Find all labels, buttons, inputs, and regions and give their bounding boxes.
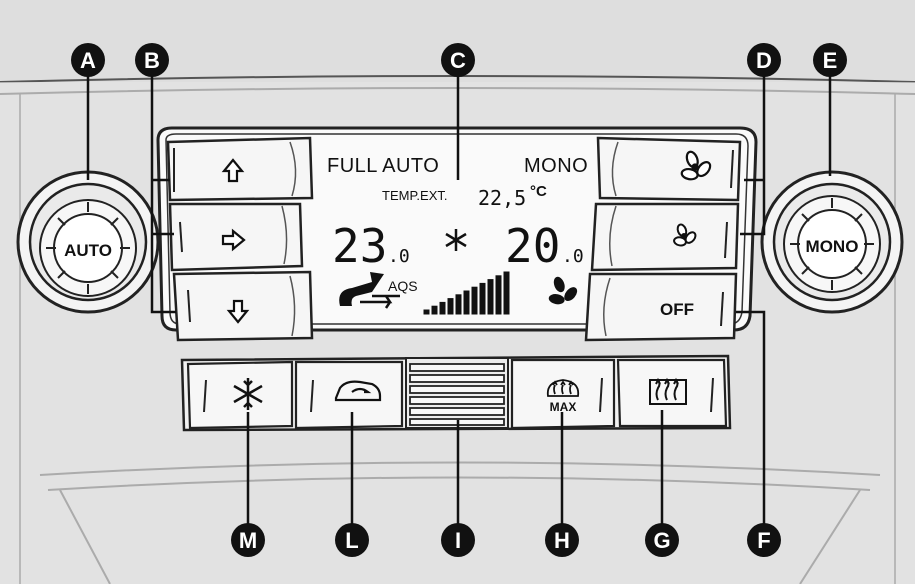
callout-leaders bbox=[86, 72, 832, 528]
air-down-button[interactable] bbox=[172, 270, 314, 342]
aqs-indicator: AQS bbox=[388, 278, 418, 294]
fan-speed-bargraph bbox=[423, 271, 510, 315]
snowflake-icon bbox=[233, 378, 263, 410]
svg-text:A: A bbox=[80, 48, 96, 73]
callout-m: M bbox=[231, 523, 265, 557]
fan-speed-bar bbox=[495, 275, 502, 315]
svg-text:I: I bbox=[455, 528, 461, 553]
fan-speed-bar bbox=[471, 286, 478, 315]
svg-text:B: B bbox=[144, 48, 160, 73]
callout-f: F bbox=[747, 523, 781, 557]
svg-text:C: C bbox=[450, 48, 466, 73]
auto-knob[interactable]: AUTO bbox=[16, 170, 160, 314]
max-defrost-label: MAX bbox=[550, 400, 577, 414]
left-distribution-buttons bbox=[166, 136, 314, 342]
fan-increase-button[interactable] bbox=[596, 136, 742, 202]
fan-speed-bar bbox=[431, 305, 438, 315]
fan-speed-bar bbox=[487, 279, 494, 315]
fan-speed-bar bbox=[447, 298, 454, 315]
callout-e: E bbox=[813, 43, 847, 77]
mono-indicator: MONO bbox=[524, 155, 588, 177]
left-zone-temperature-decimal: .0 bbox=[388, 246, 410, 267]
right-zone-temperature-decimal: .0 bbox=[562, 246, 584, 267]
fan-small-icon bbox=[673, 223, 697, 247]
temp-ext-unit: °C bbox=[530, 183, 547, 200]
fan-decrease-button[interactable] bbox=[590, 202, 740, 272]
off-button-label: OFF bbox=[660, 300, 694, 319]
svg-text:E: E bbox=[823, 48, 838, 73]
snowflake-indicator-icon bbox=[445, 229, 467, 251]
rear-defrost-button[interactable] bbox=[616, 358, 728, 428]
callout-g: G bbox=[645, 523, 679, 557]
svg-text:D: D bbox=[756, 48, 772, 73]
left-zone-temperature: 23 bbox=[332, 219, 387, 273]
auto-knob-label: AUTO bbox=[64, 241, 112, 260]
fan-level-icon bbox=[548, 276, 578, 305]
callout-a: A bbox=[71, 43, 105, 77]
rear-window-heating-icon bbox=[649, 377, 687, 405]
max-defrost-button[interactable]: MAX bbox=[510, 358, 616, 430]
fan-speed-bar bbox=[503, 271, 510, 315]
arrow-right-icon bbox=[221, 228, 246, 252]
callout-h: H bbox=[545, 523, 579, 557]
callout-c: C bbox=[441, 43, 475, 77]
car-recirculation-icon bbox=[334, 380, 382, 402]
ac-compressor-button[interactable] bbox=[186, 360, 294, 430]
svg-text:F: F bbox=[757, 528, 770, 553]
svg-text:G: G bbox=[653, 528, 670, 553]
fan-large-icon bbox=[680, 150, 712, 181]
full-auto-indicator: FULL AUTO bbox=[327, 155, 439, 177]
center-air-vent bbox=[405, 357, 509, 429]
air-front-button[interactable] bbox=[168, 202, 304, 272]
callout-l: L bbox=[335, 523, 369, 557]
air-recirculation-aqs-icon bbox=[339, 272, 400, 309]
temp-ext-label: TEMP.EXT. bbox=[382, 188, 448, 203]
recirculation-button[interactable] bbox=[294, 360, 404, 430]
temp-ext-value: 22,5 bbox=[478, 186, 526, 210]
callout-badges: A B C D E M L I H G F bbox=[71, 43, 847, 557]
off-button[interactable]: OFF bbox=[584, 272, 738, 342]
fan-speed-bar bbox=[439, 301, 446, 315]
callout-d: D bbox=[747, 43, 781, 77]
mono-knob[interactable]: MONO bbox=[760, 170, 904, 314]
fan-speed-bar bbox=[455, 294, 462, 315]
svg-text:L: L bbox=[345, 528, 358, 553]
fan-speed-bar bbox=[479, 282, 486, 315]
right-zone-temperature: 20 bbox=[505, 219, 560, 273]
lcd-display: FULL AUTO MONO TEMP.EXT. 22,5 °C 23 .0 2… bbox=[327, 155, 588, 315]
mono-knob-label: MONO bbox=[806, 237, 859, 256]
windshield-defrost-icon bbox=[546, 379, 580, 397]
callout-b: B bbox=[135, 43, 169, 77]
svg-text:M: M bbox=[239, 528, 257, 553]
right-fan-buttons: OFF bbox=[584, 136, 742, 342]
bottom-button-row: MAX bbox=[180, 354, 732, 432]
svg-text:H: H bbox=[554, 528, 570, 553]
fan-speed-bar bbox=[463, 290, 470, 315]
air-up-button[interactable] bbox=[166, 136, 314, 202]
fan-speed-bar bbox=[423, 309, 430, 315]
callout-i: I bbox=[441, 523, 475, 557]
arrow-down-icon bbox=[226, 299, 250, 324]
arrow-up-icon bbox=[221, 158, 245, 183]
